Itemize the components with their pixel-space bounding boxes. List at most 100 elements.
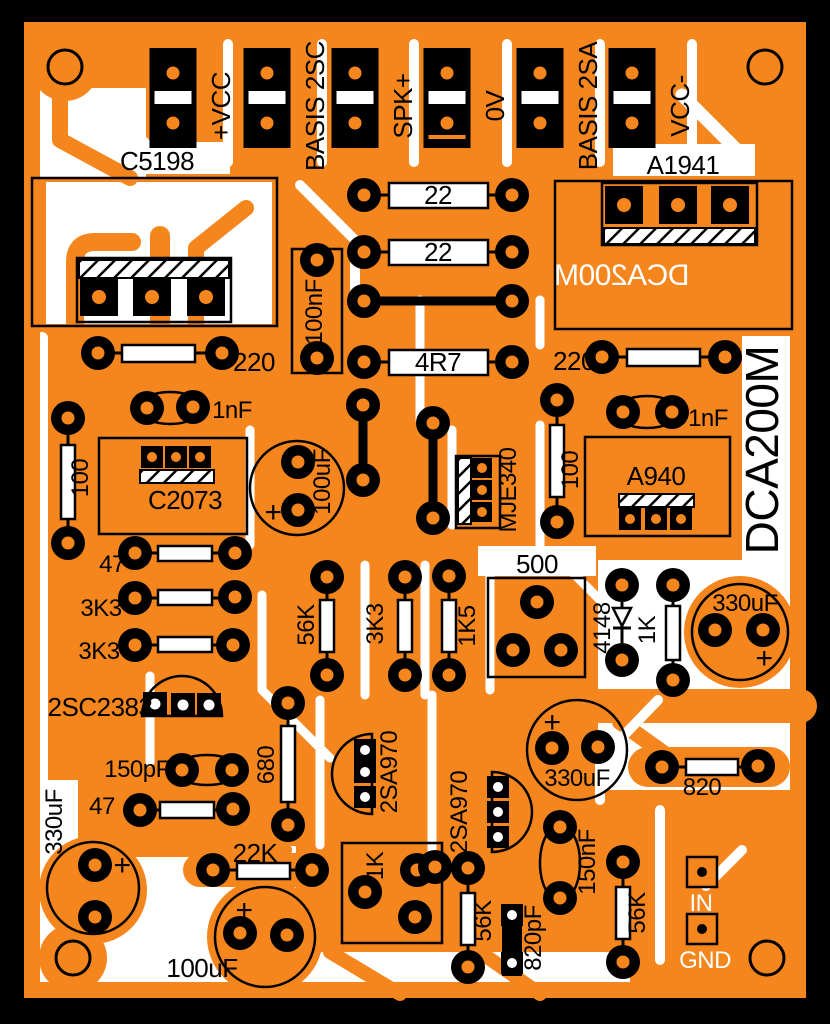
terminal-label: SPK+ (388, 73, 418, 138)
silkscreen-label: 3K3 (78, 638, 119, 665)
pad-hole (225, 763, 239, 777)
pad-hole (88, 858, 102, 872)
terminal-hole (625, 116, 639, 130)
terminal-label: BASIS 2SC (300, 41, 330, 171)
pad-hole (505, 355, 519, 369)
pad-hole (177, 699, 189, 711)
silkscreen-label: 220 (553, 346, 595, 376)
pad-hole (751, 759, 765, 773)
silkscreen-label: 220 (233, 347, 275, 377)
pad-hole (233, 926, 247, 940)
copper-pour (207, 879, 323, 995)
heatsink-hatch (603, 227, 756, 245)
mount-hole (54, 939, 92, 977)
pad-hole (461, 861, 475, 875)
pad-hole (408, 910, 422, 924)
terminal-slot (428, 135, 466, 139)
pad-hole (426, 416, 440, 430)
silkscreen-label: A1941 (647, 150, 720, 180)
pad-hole (477, 507, 487, 517)
silkscreen-label: 1K (362, 851, 389, 880)
pad-hole (291, 503, 305, 517)
silkscreen-label: + (113, 849, 130, 882)
silkscreen-label: 3K3 (362, 603, 389, 644)
capacitor-outline (213, 885, 317, 989)
resistor-body (158, 800, 216, 820)
terminal-gap (336, 91, 374, 104)
terminal-gap (613, 91, 651, 104)
heatsink-hatch (139, 469, 215, 484)
silkscreen-label: 47 (99, 551, 125, 578)
pad-hole (398, 668, 412, 682)
silkscreen-label: 100 (557, 451, 584, 490)
pad-hole (206, 863, 220, 877)
pad-hole (281, 818, 295, 832)
silkscreen-label: 3K3 (80, 595, 121, 622)
pad-hole (133, 803, 147, 817)
pad-hole (616, 405, 630, 419)
terminal-gap (154, 91, 192, 104)
silkscreen-label: 1K (634, 615, 661, 644)
heatsink-hatch (618, 493, 695, 508)
pad-hole (461, 960, 475, 974)
resistor-body (440, 598, 458, 654)
io-pad (685, 855, 719, 889)
pad-hole (666, 673, 680, 687)
pad-hole (357, 188, 371, 202)
capacitor-outline (690, 582, 790, 682)
pad-hole (149, 698, 161, 710)
pad-hole (199, 290, 213, 304)
resistor-body (387, 348, 490, 377)
pad-hole (554, 643, 568, 657)
silkscreen-label: 47 (89, 793, 115, 820)
silkscreen-label: MJE340 (495, 447, 522, 532)
silkscreen-label: 56K (624, 892, 651, 934)
component-outline (583, 435, 732, 538)
etch-channel (675, 88, 742, 155)
pad-hole (291, 455, 305, 469)
pad-hole (493, 832, 503, 842)
pad-hole (477, 485, 487, 495)
copper-trace (52, 80, 138, 186)
pad-hole (615, 653, 629, 667)
pad-hole (357, 245, 371, 259)
terminal-gap (521, 91, 559, 104)
pad-hole (226, 638, 240, 652)
silkscreen-label: 150nF (574, 829, 601, 895)
silkscreen-label: 1K5 (454, 605, 481, 646)
resistor-body (387, 181, 490, 210)
pad-hole (398, 570, 412, 584)
resistor-body (279, 724, 297, 804)
pad-hole (545, 741, 559, 755)
pad-hole (591, 740, 605, 754)
pad-hole (171, 452, 181, 462)
pad-hole (357, 294, 371, 308)
pad-hole (320, 668, 334, 682)
pad-hole (360, 792, 370, 802)
silkscreen-label: + (235, 894, 252, 927)
terminal-hole (533, 66, 547, 80)
pad-hole (553, 891, 567, 905)
pad-hole (360, 745, 370, 755)
pad-hole (305, 863, 319, 877)
silkscreen-label: + (264, 496, 281, 529)
resistor-body (120, 343, 197, 364)
component-outline (97, 436, 249, 536)
silkscreen-label: 2SA970 (376, 731, 403, 814)
mount-hole (46, 48, 84, 86)
copper-pour (684, 576, 796, 688)
pad-hole (358, 885, 372, 899)
pad-hole (676, 514, 686, 524)
pad-hole (666, 578, 680, 592)
pad-hole (175, 763, 189, 777)
resistor-body (684, 757, 740, 777)
silkscreen-label: 100 (67, 459, 94, 498)
io-pad (685, 912, 719, 946)
pad-hole (616, 855, 630, 869)
terminal-gap (428, 91, 466, 104)
silkscreen-label: 22 (424, 237, 452, 267)
pad-hole (550, 515, 564, 529)
pad-hole (356, 398, 370, 412)
pad-hole (665, 405, 679, 419)
